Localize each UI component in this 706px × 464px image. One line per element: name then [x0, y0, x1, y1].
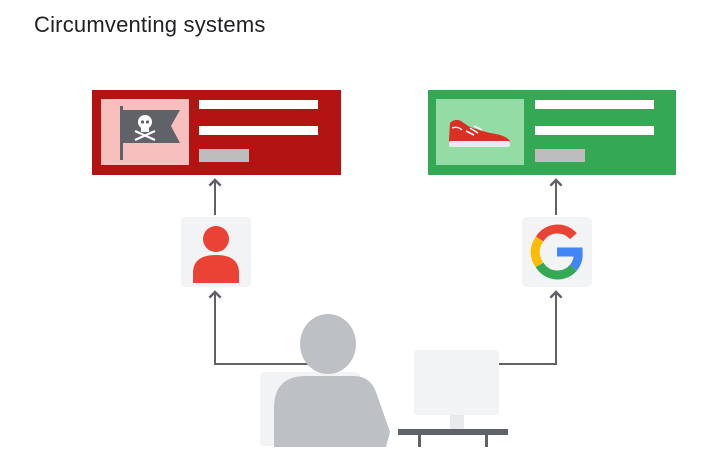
user-silhouette	[274, 314, 390, 447]
bad-ad-card	[92, 90, 341, 175]
good-ad-card	[428, 90, 676, 175]
user-at-computer	[260, 314, 508, 447]
left-service-tile	[181, 217, 251, 287]
google-g-icon	[530, 224, 583, 280]
page-title: Circumventing systems	[34, 12, 266, 37]
sneaker-icon	[449, 119, 510, 147]
bad-ad-text-line-2	[199, 126, 318, 135]
good-ad-text-line-2	[535, 126, 654, 135]
person-icon	[193, 226, 239, 283]
desk	[398, 429, 508, 435]
desk-leg-left	[418, 435, 421, 447]
good-ad-button	[535, 149, 585, 162]
bad-ad-text-line-1	[199, 100, 318, 109]
pirate-flag-icon	[120, 106, 180, 160]
bad-ad-button	[199, 149, 249, 162]
arrow-user-to-person	[208, 290, 330, 365]
desk-leg-right	[485, 435, 488, 447]
monitor-icon	[414, 350, 499, 429]
right-service-tile	[522, 217, 592, 287]
good-ad-text-line-1	[535, 100, 654, 109]
